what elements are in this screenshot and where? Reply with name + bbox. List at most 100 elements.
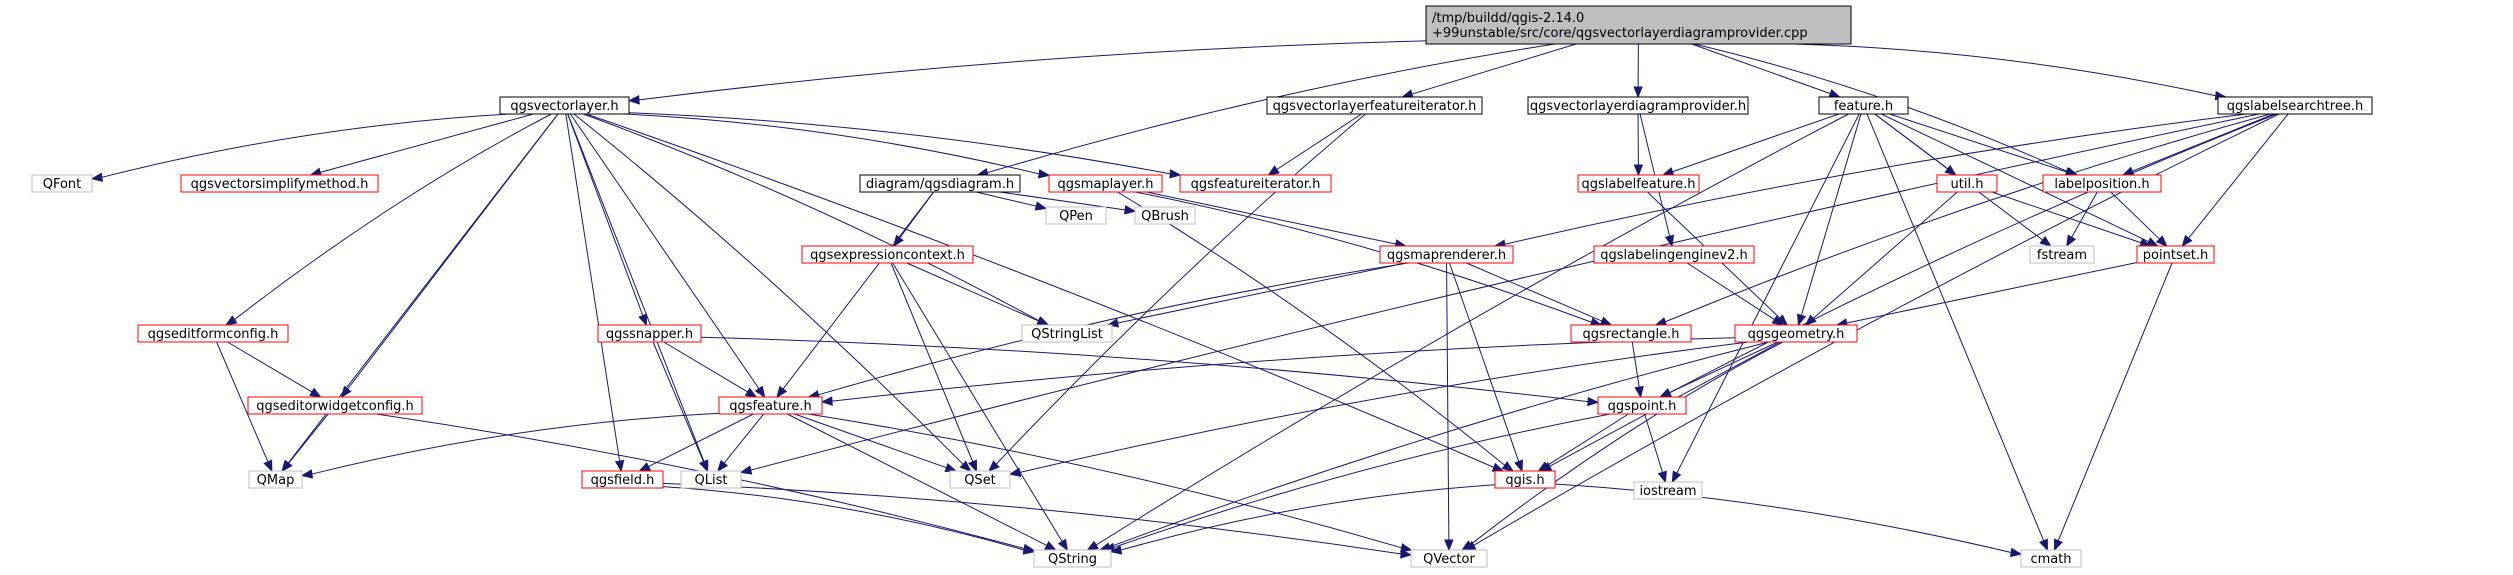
- edge-feature-to-cmath: [1866, 113, 2048, 552]
- node-QFont: QFont: [31, 174, 93, 193]
- node-label: qgsfield.h: [591, 473, 655, 488]
- node-box: [1425, 5, 1852, 45]
- node-box: [31, 174, 93, 193]
- edge-feature-to-qgsgeometry: [1796, 113, 1862, 327]
- node-qgsvectorlayer[interactable]: qgsvectorlayer.h: [499, 96, 630, 115]
- node-qgsmaprenderer[interactable]: qgsmaprenderer.h: [1379, 245, 1514, 264]
- node-box: [1410, 549, 1488, 568]
- edge-root-to-qgsvectorlayer: [627, 40, 1427, 105]
- node-QMap: QMap: [248, 470, 303, 489]
- node-label: qgsvectorlayerfeatureiterator.h: [1273, 99, 1477, 114]
- node-qgslabelfeature[interactable]: qgslabelfeature.h: [1577, 174, 1700, 193]
- node-label: qgsmaprenderer.h: [1387, 248, 1506, 263]
- node-box: [1734, 324, 1858, 343]
- edge-qgsfeature-to-QVector: [808, 413, 1413, 553]
- node-box: [1633, 481, 1703, 500]
- node-box: [1379, 245, 1514, 264]
- edge-qgsvectorlayer-to-qgseditformconfig: [224, 113, 552, 326]
- node-label: qgseditformconfig.h: [148, 327, 279, 342]
- edge-qgsvectorlayerdiagramprovider-to-qgslabelfeature: [1633, 113, 1644, 177]
- node-label: qgssnapper.h: [606, 327, 693, 342]
- node-qgslabelsearchtree[interactable]: qgslabelsearchtree.h: [2217, 96, 2373, 115]
- edges-layer: [90, 40, 2289, 559]
- node-qgsfeatureiterator[interactable]: qgsfeatureiterator.h: [1179, 174, 1332, 193]
- edge-qgsexpressioncontext-to-QSet: [890, 262, 978, 473]
- node-label: QSet: [964, 473, 996, 488]
- edge-qgspoint-to-qgis: [1537, 413, 1629, 472]
- node-qgis[interactable]: qgis.h: [1494, 470, 1556, 489]
- node-label: qgsfeatureiterator.h: [1191, 177, 1321, 192]
- edge-qgsexpressioncontext-to-QString: [892, 262, 1069, 552]
- node-label: diagram/qgsdiagram.h: [866, 177, 1014, 192]
- edge-qgsmaprenderer-to-qgis: [1448, 262, 1524, 473]
- node-label: QFont: [43, 177, 82, 192]
- node-qgsfeature[interactable]: qgsfeature.h: [718, 396, 823, 415]
- node-label: qgsfeature.h: [729, 399, 812, 414]
- node-box: [2217, 96, 2373, 115]
- edge-qgslabelsearchtree-to-labelposition: [2121, 113, 2275, 176]
- node-labelposition[interactable]: labelposition.h: [2042, 174, 2162, 193]
- edge-qgsfield-to-QString: [662, 486, 1036, 555]
- node-label: qgsvectorsimplifymethod.h: [191, 177, 369, 192]
- node-qgspoint[interactable]: qgspoint.h: [1597, 396, 1687, 415]
- edge-qgsfeature-to-QList: [716, 413, 765, 473]
- node-label: QList: [695, 473, 728, 488]
- edge-qgssnapper-to-qgspoint: [700, 336, 1600, 407]
- node-qgsfield[interactable]: qgsfield.h: [581, 470, 664, 489]
- node-util[interactable]: util.h: [1936, 174, 1998, 193]
- edge-qgsvectorlayer-to-qgsvectorsimplifymethod: [309, 113, 534, 177]
- node-qgsvectorlayerdiagramprovider[interactable]: qgsvectorlayerdiagramprovider.h: [1527, 96, 1749, 115]
- node-qgsgeometry[interactable]: qgsgeometry.h: [1734, 324, 1858, 343]
- edge-qgsvectorlayer-to-QList: [567, 113, 709, 473]
- node-QPen: QPen: [1045, 206, 1107, 225]
- node-box: [247, 396, 423, 415]
- node-label: /tmp/buildd/qgis-2.14.0: [1432, 11, 1584, 26]
- node-feature[interactable]: feature.h: [1818, 96, 1909, 115]
- edge-qgsfeature-to-qgsfield: [638, 413, 754, 472]
- node-root[interactable]: /tmp/buildd/qgis-2.14.0+99unstable/src/c…: [1425, 5, 1852, 45]
- edge-feature-to-labelposition: [1889, 113, 2078, 177]
- node-label: qgseditorwidgetconfig.h: [256, 399, 414, 414]
- node-label: QStringList: [1031, 327, 1103, 342]
- node-qgseditorwidgetconfig[interactable]: qgseditorwidgetconfig.h: [247, 396, 423, 415]
- node-label: qgslabelsearchtree.h: [2227, 99, 2363, 114]
- edge-qgsvectorlayer-to-qgssnapper: [567, 113, 648, 327]
- node-diagram_qgsdiagram[interactable]: diagram/qgsdiagram.h: [859, 174, 1021, 193]
- node-qgsvectorlayerfeatureiterator[interactable]: qgsvectorlayerfeatureiterator.h: [1266, 96, 1483, 115]
- node-label: +99unstable/src/core/qgsvectorlayerdiagr…: [1432, 26, 1808, 41]
- node-qgseditformconfig[interactable]: qgseditformconfig.h: [137, 324, 289, 343]
- node-qgsexpressioncontext[interactable]: qgsexpressioncontext.h: [801, 245, 974, 264]
- edge-qgsfield-to-QVector: [662, 482, 1413, 559]
- node-box: [801, 245, 974, 264]
- node-box: [1818, 96, 1909, 115]
- node-qgsmaplayer[interactable]: qgsmaplayer.h: [1048, 174, 1163, 193]
- node-label: QPen: [1059, 209, 1093, 224]
- node-label: labelposition.h: [2054, 177, 2149, 192]
- nodes-layer: /tmp/buildd/qgis-2.14.0+99unstable/src/c…: [31, 5, 2373, 568]
- edge-qgsfeature-to-QString: [787, 413, 1057, 551]
- node-qgsvectorsimplifymethod[interactable]: qgsvectorsimplifymethod.h: [180, 174, 379, 193]
- edge-qgsvectorlayer-to-qgsfield: [565, 113, 625, 473]
- edge-util-to-qgsgeometry: [1804, 191, 1958, 326]
- edge-qgsvectorlayerfeatureiterator-to-QSet: [987, 113, 1366, 472]
- node-qgssnapper[interactable]: qgssnapper.h: [597, 324, 702, 343]
- node-box: [248, 470, 303, 489]
- node-qgslabelingenginev2[interactable]: qgslabelingenginev2.h: [1593, 245, 1755, 264]
- node-label: qgsexpressioncontext.h: [810, 248, 965, 263]
- node-label: qgslabelfeature.h: [1581, 177, 1695, 192]
- node-label: qgsvectorlayerdiagramprovider.h: [1530, 99, 1746, 114]
- node-box: [1597, 396, 1687, 415]
- node-label: qgis.h: [1505, 473, 1544, 488]
- edge-qgsmaplayer-to-qgsrectangle: [1135, 191, 1603, 327]
- node-box: [1593, 245, 1755, 264]
- node-label: qgsgeometry.h: [1748, 327, 1845, 342]
- node-label: feature.h: [1834, 99, 1893, 114]
- node-box: [1048, 174, 1163, 193]
- node-QList: QList: [680, 470, 742, 489]
- node-qgsrectangle[interactable]: qgsrectangle.h: [1570, 324, 1692, 343]
- node-pointset[interactable]: pointset.h: [2136, 245, 2215, 264]
- edge-diagram_qgsdiagram-to-qgsfeature: [776, 191, 934, 399]
- edge-qgsmaprenderer-to-qgsrectangle: [1466, 262, 1613, 326]
- node-box: [718, 396, 823, 415]
